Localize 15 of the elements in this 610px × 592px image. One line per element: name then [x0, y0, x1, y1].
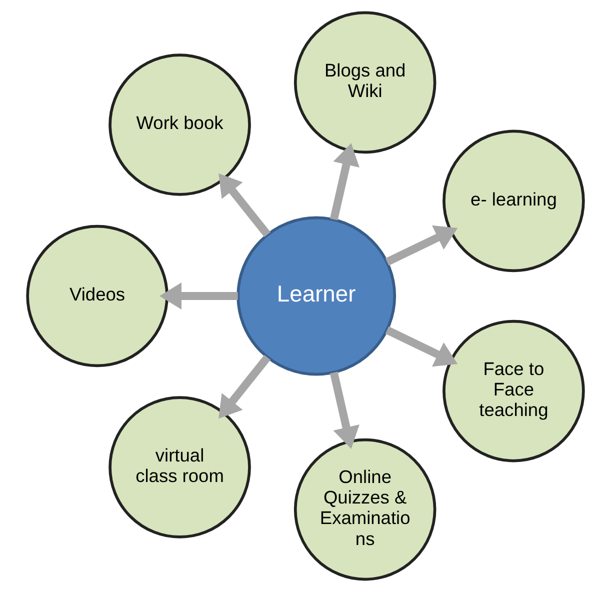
node-circle: Videos: [26, 224, 168, 368]
arrow: [329, 372, 359, 449]
arrow: [218, 354, 270, 419]
arrow: [384, 225, 458, 266]
node-circle: Learner: [236, 216, 396, 376]
node-circle: virtual class room: [108, 396, 250, 538]
node-circle: Blogs and Wiki: [293, 11, 436, 154]
arrow: [329, 143, 359, 220]
arrow: [159, 282, 238, 310]
arrow: [218, 173, 270, 238]
node-circle: Work book: [108, 54, 250, 196]
node-circle: Face to Face teaching: [442, 320, 584, 462]
node-circle: Online Quizzes & Examinatio ns: [293, 438, 436, 581]
arrow: [384, 326, 458, 367]
node-circle: e- learning: [442, 130, 584, 272]
